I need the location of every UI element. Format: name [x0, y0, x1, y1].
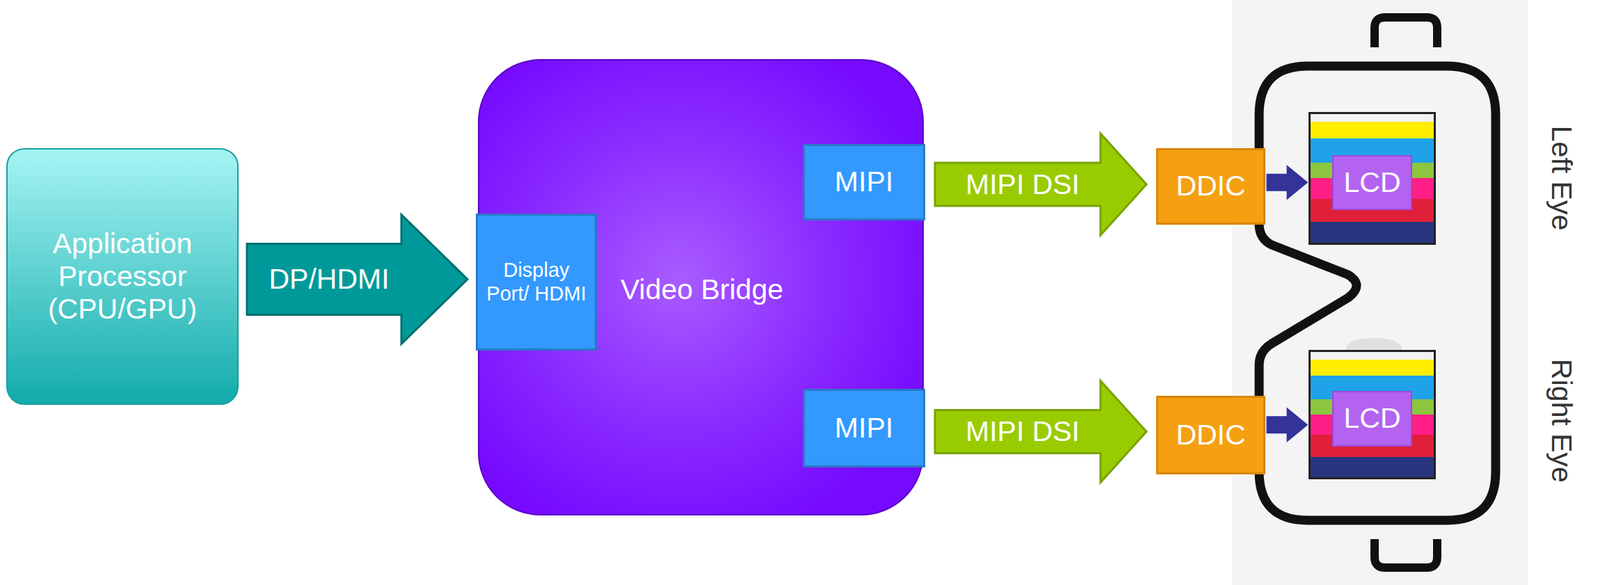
lcd-panel: LCD	[1308, 112, 1436, 245]
signal-label: DP/HDMI	[246, 244, 412, 316]
flow-arrow	[1267, 409, 1307, 441]
bridge-chip: Display Port/ HDMI MIPI MIPI Video Bridge	[477, 59, 924, 516]
block-arrow	[934, 381, 1147, 483]
block-arrow	[246, 214, 468, 345]
port-block: MIPI	[802, 144, 926, 221]
panel-label: LCD	[1333, 156, 1411, 209]
driver-ic: DDIC	[1156, 148, 1266, 225]
node-label: Video Bridge	[620, 273, 784, 307]
eye-label: Right Eye	[1545, 358, 1578, 483]
signal-label: MIPI DSI	[934, 162, 1111, 206]
signal-label: MIPI DSI	[934, 410, 1111, 454]
node-label: Display Port/ HDMI	[479, 258, 594, 306]
flow-arrow	[1267, 166, 1307, 198]
headset-background	[1232, 0, 1528, 585]
headset-strap	[1374, 17, 1438, 48]
headset-outline	[1259, 66, 1496, 521]
node-label: MIPI	[827, 411, 901, 445]
processor-box: Application Processor (CPU/GPU)	[6, 148, 239, 405]
node-label: MIPI	[827, 165, 901, 199]
headset-strap	[1374, 539, 1438, 568]
panel-label: LCD	[1333, 392, 1411, 445]
port-block: Display Port/ HDMI	[475, 213, 597, 351]
node-label: DDIC	[1168, 169, 1253, 203]
port-block: MIPI	[802, 388, 926, 468]
block-arrow	[934, 133, 1147, 236]
eye-label: Left Eye	[1545, 125, 1578, 231]
lcd-panel: LCD	[1308, 349, 1436, 480]
driver-ic: DDIC	[1156, 395, 1266, 475]
node-label: DDIC	[1168, 418, 1253, 452]
node-label: Application Processor (CPU/GPU)	[7, 227, 238, 326]
